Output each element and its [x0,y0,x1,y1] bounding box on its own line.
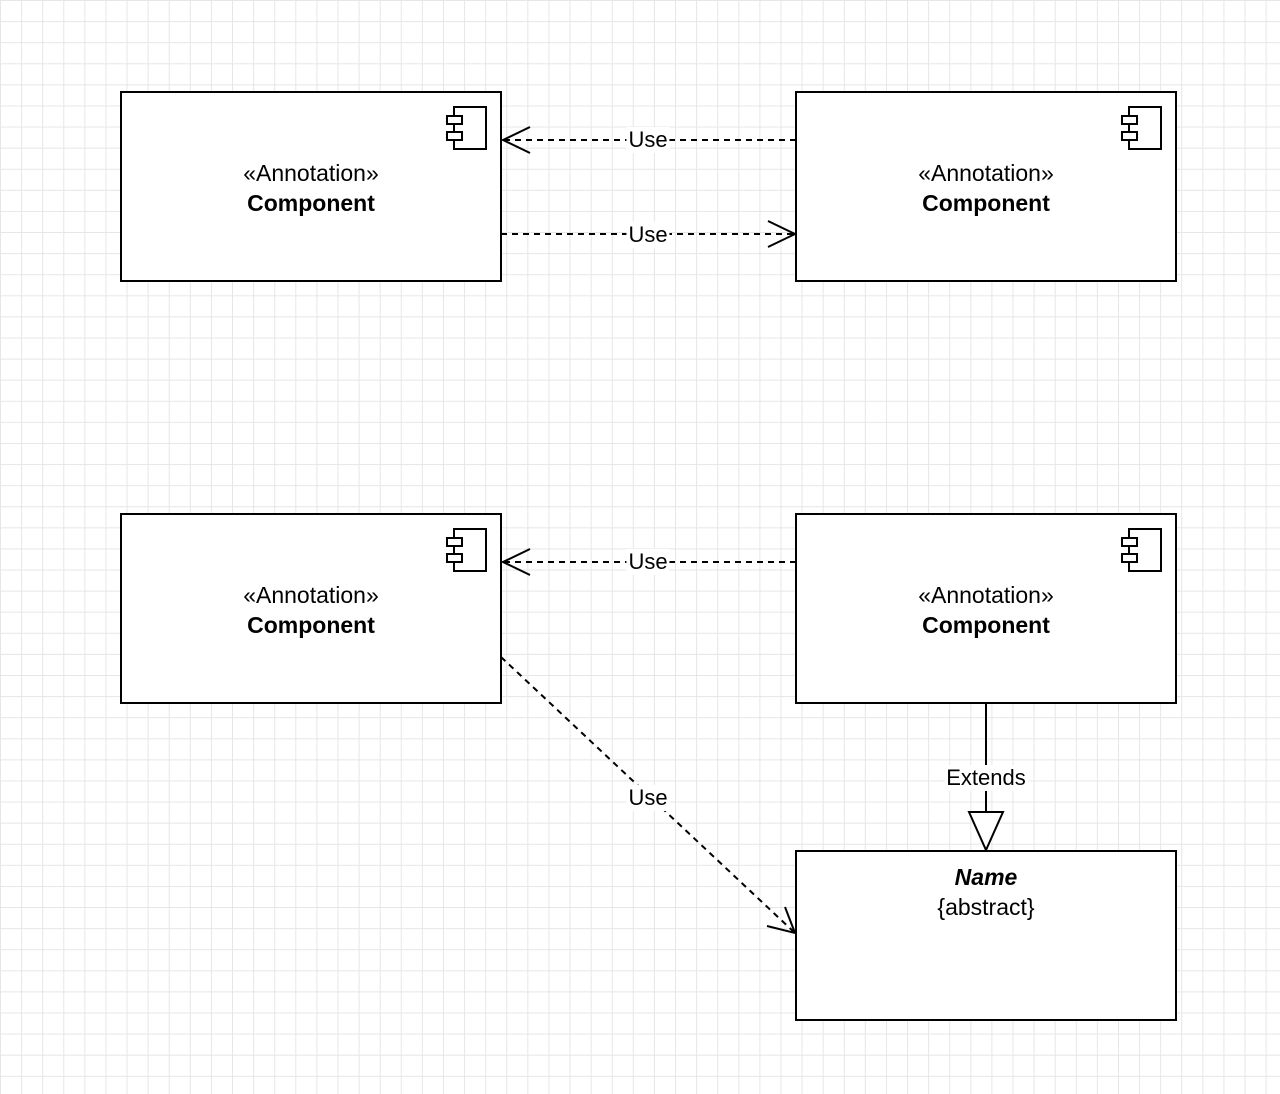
component-name: Component [247,190,375,216]
edge-extends-c4-to-abstract[interactable] [967,704,1005,853]
component-icon [446,106,487,150]
component-box[interactable]: «Annotation» Component [120,513,502,704]
stereotype-label: «Annotation» [918,582,1054,608]
abstract-class-box[interactable]: Name {abstract} [795,850,1177,1021]
component-box[interactable]: «Annotation» Component [795,91,1177,282]
abstract-constraint: {abstract} [937,894,1035,920]
stereotype-label: «Annotation» [243,582,379,608]
edge-label-use: Use [626,549,670,575]
edge-label-use: Use [626,222,670,248]
stereotype-label: «Annotation» [918,160,1054,186]
component-icon [1121,528,1162,572]
component-box[interactable]: «Annotation» Component [120,91,502,282]
stereotype-label: «Annotation» [243,160,379,186]
edge-label-use: Use [626,785,670,811]
component-box[interactable]: «Annotation» Component [795,513,1177,704]
edge-label-extends: Extends [944,765,1028,791]
abstract-class-name: Name [954,864,1018,890]
component-name: Component [922,612,1050,638]
component-icon [1121,106,1162,150]
component-name: Component [922,190,1050,216]
component-name: Component [247,612,375,638]
edge-label-use: Use [626,127,670,153]
component-icon [446,528,487,572]
